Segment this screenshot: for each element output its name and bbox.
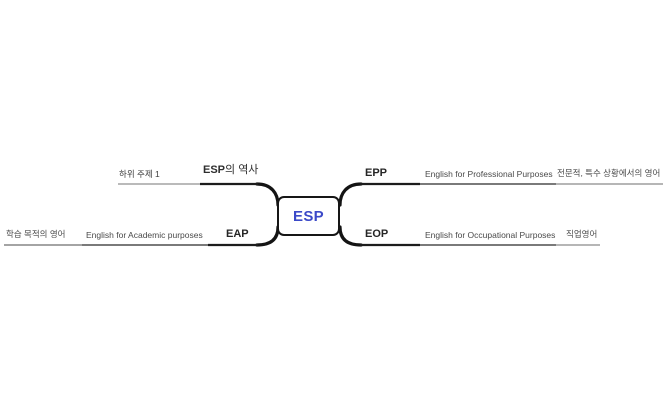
child-label-epp-english[interactable]: English for Professional Purposes [425, 169, 553, 179]
child-label-epp-korean[interactable]: 전문적, 특수 상황에서의 영어 [557, 168, 661, 178]
branch-label-esp-history-bold: ESP [203, 164, 226, 176]
branch-curve-epp [338, 182, 363, 207]
subtopic-label[interactable]: 하위 주제 1 [119, 169, 160, 179]
branch-label-epp[interactable]: EPP [365, 167, 388, 179]
branch-curve-history [255, 182, 280, 207]
child-label-eop-english[interactable]: English for Occupational Purposes [425, 230, 556, 240]
branch-curve-eap [255, 225, 280, 247]
center-node[interactable]: ESP [277, 196, 340, 236]
branch-label-eop[interactable]: EOP [365, 228, 389, 240]
branch-label-esp-history[interactable]: ESP의 역사 [203, 164, 258, 177]
branch-label-esp-history-rest: 의 역사 [225, 164, 259, 176]
child-label-eop-korean[interactable]: 직업영어 [566, 229, 598, 239]
child-label-eap-english[interactable]: English for Academic purposes [86, 230, 203, 240]
branch-curve-eop [338, 225, 363, 247]
center-node-label: ESP [293, 207, 324, 225]
child-label-eap-korean[interactable]: 학습 목적의 영어 [6, 229, 66, 239]
branch-label-eap[interactable]: EAP [226, 228, 249, 240]
